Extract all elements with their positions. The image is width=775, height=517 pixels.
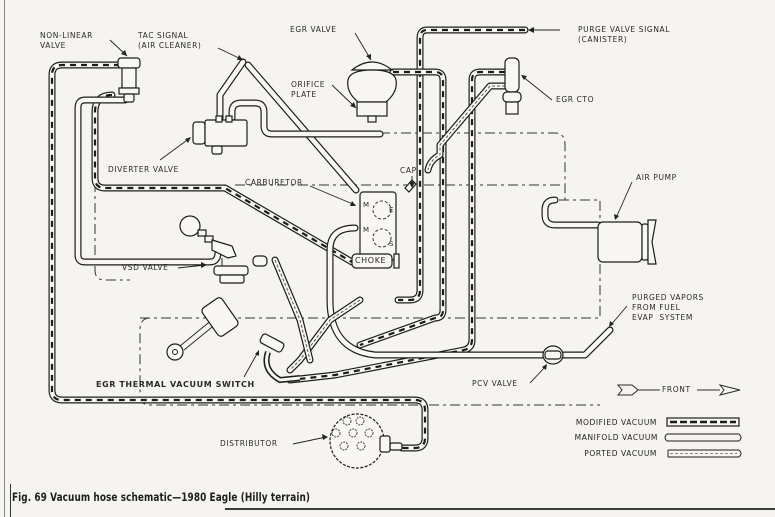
air-pump xyxy=(597,219,657,265)
label-carb-port-m2: M xyxy=(363,226,370,234)
label-front: FRONT xyxy=(662,385,691,394)
label-carb-port-s: S xyxy=(389,240,395,248)
label-egr-valve: EGR VALVE xyxy=(290,25,337,34)
figure-caption: Fig. 69 Vacuum hose schematic—1980 Eagle… xyxy=(12,490,311,504)
legend-label-ported-vacuum: PORTED VACUUM xyxy=(584,449,657,458)
hose-purge-line xyxy=(394,26,529,304)
distributor xyxy=(329,413,403,469)
front-arrow xyxy=(616,384,741,396)
label-purge-valve-signal: PURGE VALVE SIGNAL (CANISTER) xyxy=(578,25,671,44)
legend-swatch-manifold xyxy=(664,433,742,442)
engine-outline-upper xyxy=(380,132,566,200)
hose-egr-valve-line xyxy=(356,68,447,349)
hose-tac-line xyxy=(216,58,360,194)
label-vsd-valve: VSD VALVE xyxy=(122,263,169,272)
label-egr-cto: EGR CTO xyxy=(556,95,595,104)
label-air-pump: AIR PUMP xyxy=(636,173,677,182)
legend-label-modified-vacuum: MODIFIED VACUUM xyxy=(575,418,657,427)
engine-outline-left xyxy=(94,140,130,281)
hose-air-pump-line xyxy=(541,196,602,229)
label-purged-vapors: PURGED VAPORS FROM FUEL EVAP SYSTEM xyxy=(632,293,704,322)
hose-egr-cto-line xyxy=(286,68,509,384)
caption-rule xyxy=(10,484,11,517)
label-orifice-plate: ORIFICE PLATE xyxy=(291,80,326,99)
egr-thermal-vacuum-switch xyxy=(166,297,301,384)
legend-swatches xyxy=(664,417,742,458)
label-tac-signal: TAC SIGNAL (AIR CLEANER) xyxy=(138,31,202,50)
leader-lines xyxy=(109,27,633,445)
label-non-linear-valve: NON-LINEAR VALVE xyxy=(40,31,93,50)
vsd-valve xyxy=(179,215,268,284)
label-diverter-valve: DIVERTER VALVE xyxy=(108,165,179,174)
egr-valve xyxy=(347,61,397,123)
bottom-rule xyxy=(225,508,775,510)
label-pcv-valve: PCV VALVE xyxy=(472,379,518,388)
hose-distributor-line xyxy=(48,61,429,452)
label-egr-thermal-vacuum-switch: EGR THERMAL VACUUM SWITCH xyxy=(96,380,255,389)
hose-diverter-egr xyxy=(228,99,384,138)
hose-pcv-line xyxy=(326,224,614,359)
hose-ported-carb-tvs xyxy=(271,256,364,374)
label-distributor: DISTRIBUTOR xyxy=(220,439,278,448)
legend-swatch-modified xyxy=(666,417,740,427)
egr-cto xyxy=(502,57,522,115)
hose-manifold-left xyxy=(74,96,222,266)
legend-swatch-ported xyxy=(667,449,742,458)
page-margin-line xyxy=(4,0,5,517)
label-carburetor: CARBURETOR xyxy=(245,178,303,187)
diverter-valve xyxy=(192,115,248,155)
engine-outline-bottom xyxy=(139,317,600,406)
legend-label-manifold-vacuum: MANIFOLD VACUUM xyxy=(574,433,658,442)
carburetor xyxy=(351,179,417,269)
label-choke: CHOKE xyxy=(355,256,387,265)
label-carb-port-m1: M xyxy=(363,201,370,209)
label-carb-port-e: E xyxy=(389,206,395,214)
label-cap: CAP xyxy=(400,166,417,175)
non-linear-valve xyxy=(117,57,141,103)
pcv-valve xyxy=(542,345,564,365)
hose-ported-diagonal xyxy=(424,82,509,174)
